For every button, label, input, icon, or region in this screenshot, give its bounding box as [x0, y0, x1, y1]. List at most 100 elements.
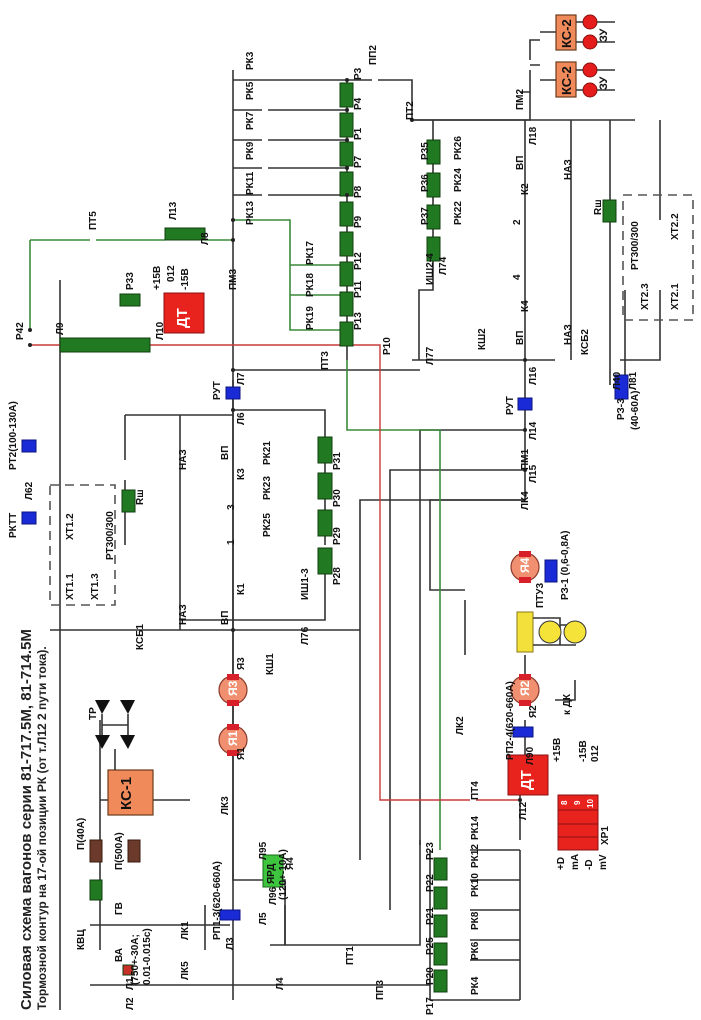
- lk2-label: ЛК2: [455, 716, 466, 735]
- ksh1-label: КШ1: [265, 653, 276, 675]
- node-p10: Р10: [382, 337, 393, 355]
- rz3-rating: (40-60А): [630, 390, 641, 430]
- rk26: РК26: [453, 136, 464, 160]
- naz-label-2: НАЗ: [178, 604, 189, 625]
- dt-left-plus15: +15В: [152, 265, 163, 290]
- fuse-500a-label: П(500А): [114, 832, 125, 870]
- node-l5: Л5: [258, 912, 269, 925]
- vp-label-3: ВП: [515, 155, 526, 170]
- rp13-label: РП1-3(620-660А): [212, 861, 223, 940]
- winding-2: 2: [512, 219, 523, 225]
- rk13: РК13: [245, 201, 256, 225]
- dt-right-plus15: +15В: [552, 737, 563, 762]
- xp1-pin-9: 9: [573, 800, 582, 805]
- xp1-pin-8: 8: [560, 800, 569, 805]
- node-l6: Л6: [236, 412, 247, 425]
- fuses: [89, 839, 141, 976]
- res-p35: Р35: [420, 142, 431, 160]
- node-l90: Л90: [525, 746, 536, 765]
- res-p31: Р31: [332, 452, 343, 470]
- res-p20: Р20: [425, 967, 436, 985]
- node-p42: Р42: [15, 322, 26, 340]
- ptu3-label: ПТУ3: [535, 582, 546, 608]
- node-l76: Л76: [300, 626, 311, 645]
- to-dk-label: к ДК: [562, 693, 573, 715]
- node-l3: Л3: [225, 937, 236, 950]
- xp1-label: ХР1: [600, 826, 611, 845]
- ksb2-label: КСБ2: [580, 329, 591, 355]
- winding-1: 1: [226, 539, 237, 545]
- pt4-label: ПТ4: [470, 781, 481, 800]
- res-p36: Р36: [420, 174, 431, 192]
- gv-label: ГВ: [114, 902, 125, 915]
- pp2-label: ПП2: [368, 45, 379, 65]
- zu-bottom-label: ЗУ: [598, 76, 610, 90]
- xp1-label-d-minus: -D: [584, 859, 595, 870]
- resistors: [59, 82, 617, 993]
- rk11: РК11: [245, 171, 256, 195]
- rk6: РК6: [470, 941, 481, 960]
- rz1-label: РЗ-1 (0,6-0,8А): [560, 530, 571, 601]
- node-ya4: Я4: [285, 857, 296, 870]
- motor-ya3-label: Я3: [226, 680, 240, 696]
- xp1-label-ma: mA: [570, 853, 581, 870]
- rut-left-label: РУТ: [212, 381, 223, 400]
- yard-label: ЯРД: [266, 863, 277, 884]
- res-p12: Р12: [353, 252, 364, 270]
- ammeter-assembly: [516, 611, 587, 653]
- rk12: РК12: [470, 844, 481, 868]
- lk4-label: ЛК4: [520, 491, 531, 510]
- res-p4: Р4: [353, 97, 364, 110]
- naz-label-4: НАЗ: [563, 324, 574, 345]
- node-l62: Л62: [24, 481, 35, 500]
- pt2-label: ПТ2: [405, 101, 416, 120]
- pp3-label: ПП3: [375, 980, 386, 1000]
- res-p3: Р3: [353, 67, 364, 80]
- rsh1-label: Rш: [135, 489, 146, 505]
- motors: [218, 551, 540, 756]
- va-time: 0.01-0.015с): [142, 928, 153, 985]
- node-k3: К3: [236, 468, 247, 480]
- lk1-label: ЛК1: [180, 921, 191, 940]
- motor-ya2-label: Я2: [518, 680, 532, 696]
- node-l74: Л74: [438, 256, 449, 275]
- vp-label-1: ВП: [220, 445, 231, 460]
- node-ya1: Я1: [236, 747, 247, 760]
- pt1-label: ПТ1: [345, 946, 356, 965]
- node-l8: Л8: [200, 232, 211, 245]
- node-l77: Л77: [425, 346, 436, 365]
- zu-top-label: ЗУ: [598, 28, 610, 42]
- red-wires: [30, 344, 520, 801]
- kvc-label: КВЦ: [76, 929, 87, 950]
- res-p11: Р11: [353, 280, 364, 298]
- naz-label-1: НАЗ: [178, 449, 189, 470]
- pm3-label: ПМ3: [228, 268, 239, 290]
- fuse-40a-label: П(40А): [76, 817, 87, 850]
- node-l15: Л15: [528, 464, 539, 483]
- rk3: РК3: [245, 51, 256, 70]
- rk21: РК21: [262, 441, 273, 465]
- node-l4: Л4: [275, 977, 286, 990]
- node-k1: К1: [236, 583, 247, 595]
- res-p22: Р22: [425, 874, 436, 892]
- res-p37: Р37: [420, 207, 431, 225]
- rk25: РК25: [262, 513, 273, 537]
- res-p13: Р13: [353, 312, 364, 330]
- rk22: РК22: [453, 201, 464, 225]
- node-ya2: Я2: [528, 705, 539, 718]
- res-p21: Р21: [425, 907, 436, 925]
- tr-label: ТР: [88, 707, 99, 720]
- rp24-label: РП2-4(620-660А): [505, 681, 516, 760]
- node-l81: Л81: [628, 371, 639, 390]
- xt1-1: ХТ1.1: [65, 573, 76, 600]
- title-sub: Тормозной контур на 17-ой позиции РК (от…: [35, 646, 49, 1010]
- rz3-label: РЗ-3: [616, 398, 627, 420]
- xt2-2: ХТ2.2: [670, 213, 681, 240]
- thyristor-bridge: [95, 700, 135, 770]
- rsh2-label: Rш: [593, 199, 604, 215]
- motor-ya1-label: Я1: [226, 730, 240, 746]
- title-block: Силовая схема вагонов серии 81-717.5М, 8…: [18, 629, 49, 1010]
- va-label: ВА: [114, 948, 125, 962]
- winding-3: 3: [226, 504, 237, 510]
